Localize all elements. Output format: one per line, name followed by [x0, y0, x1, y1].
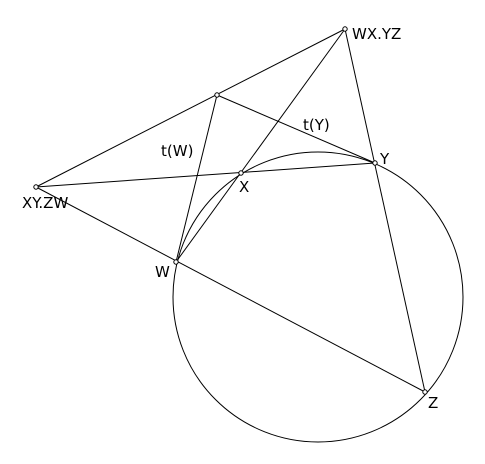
- line-xyzw-to-wxyz: [35, 28, 346, 188]
- label-tangent-w: t(W): [161, 142, 193, 160]
- line-wxyz-to-z: [344, 28, 426, 393]
- line-xyzw-to-y: [35, 162, 376, 188]
- tangent-w-line: [175, 94, 218, 263]
- label-xy-zw: XY.ZW: [22, 194, 68, 212]
- tangent-y-line: [216, 94, 376, 164]
- label-z: Z: [428, 394, 438, 412]
- label-y: Y: [379, 150, 390, 168]
- point-xyzw-marker: [33, 184, 39, 190]
- circle: [172, 151, 464, 443]
- label-wx-yz: WX.YZ: [352, 25, 401, 43]
- point-wxyz-marker: [342, 26, 348, 32]
- point-z-marker: [422, 389, 428, 395]
- line-xyzw-to-z: [35, 186, 426, 393]
- point-y-marker: [372, 160, 378, 166]
- label-w: W: [155, 263, 170, 281]
- line-wxyz-to-w: [175, 28, 346, 263]
- label-x: X: [239, 178, 249, 196]
- label-tangent-y: t(Y): [303, 116, 330, 134]
- point-tangent-intersection-marker: [214, 92, 220, 98]
- point-x-marker: [238, 170, 244, 176]
- point-w-marker: [173, 259, 179, 265]
